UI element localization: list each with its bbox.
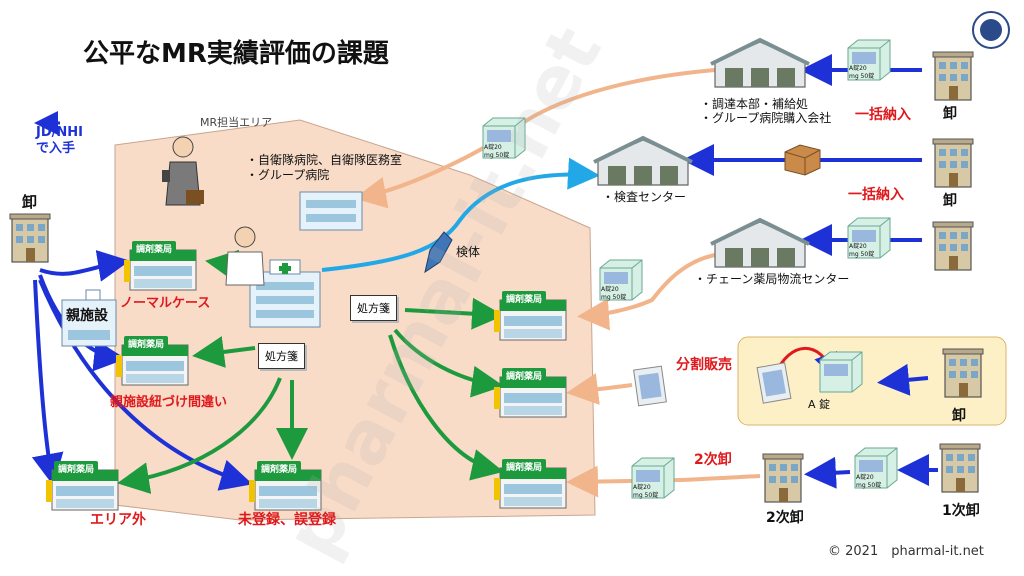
sdf-hospital-icon [299,191,363,231]
site-logo-icon [972,11,1010,49]
case-unregistered-label: 未登録、誤登録 [238,512,336,528]
arrow-rx2-to-pharmacy1 [404,297,504,330]
wholesaler-label-1: 卸 [943,106,957,122]
arrow-left-to-outside [31,279,64,486]
arrow-split-to-pharmacy [566,373,633,405]
left-wholesaler-building-icon [9,213,51,263]
pharmacy-unregistered-icon [248,469,322,511]
pharmacy-sign-right-2: 調剤薬局 [502,368,547,383]
primary-wholesaler-building-icon [939,443,981,493]
pharmacy-sign-mislink: 調剤薬局 [124,336,169,351]
hospital-list-1: ・自衛隊病院、自衛隊医務室 [246,153,403,167]
footer-copyright: © 2021 pharmal-it.net [828,544,984,559]
parent-facility-icon [61,289,117,347]
wholesaler-building-2-icon [932,138,974,188]
cardboard-box-icon [784,144,821,176]
prescription-doc-1: 処方箋 [350,295,397,321]
split-blister-icon [756,362,792,404]
blister-pack-icon [633,365,667,407]
arrow-wholesaler-to-split [877,363,929,396]
procurement-warehouse-icon [709,38,811,89]
pharmacy-right-2-icon [493,376,567,418]
jd-label-line1: JD/NHI [36,125,83,140]
wholesaler-label-3: 卸 [952,408,966,424]
pharmacy-right-3-icon [493,467,567,509]
arrow-left-to-unregistered [38,279,253,491]
arrow-secondary-to-pharmacy [566,465,761,498]
wholesaler-label-2: 卸 [943,193,957,209]
split-sales-panel [737,336,1007,426]
box-label-6: A錠20 mg 50錠 [856,474,882,489]
bulk-delivery-label-1: 一括納入 [855,107,911,123]
box-label-1: A錠20 mg 50錠 [849,65,875,80]
box-label-2: A錠20 mg 50錠 [484,144,510,159]
secondary-wholesaler-building-icon [762,453,804,503]
procurement-2: ・グループ病院購入会社 [700,111,832,125]
mr-person-icon [162,136,204,206]
specimen-label: 検体 [456,245,481,259]
wholesaler-building-4-icon [942,348,984,398]
arrow-chain-to-pharmacy [577,253,716,331]
wholesaler-building-1-icon [932,51,974,101]
pharmacy-outside-icon [45,469,119,511]
case-mislink-label: 親施設紐づけ間違い [110,395,228,410]
a-tablet-label: A 錠 [808,398,831,411]
arrow-left-to-normal [39,250,130,282]
wholesaler-building-3-icon [932,221,974,271]
pharmacy-sign-right-3: 調剤薬局 [502,459,547,474]
pharmacy-sign-unregistered: 調剤薬局 [257,461,302,476]
arrow-rx-to-mislink [192,336,256,368]
procurement-1: ・調達本部・補給処 [700,97,809,111]
pharmacy-sign-right-1: 調剤薬局 [502,291,547,306]
parent-facility-label: 親施設 [66,308,108,324]
pharmacist-person-icon [225,226,265,286]
pharmacy-sign-normal: 調剤薬局 [132,241,177,256]
prescription-doc-2: 処方箋 [258,343,305,369]
jd-label-line2: で入手 [36,141,76,156]
medicine-box-split-icon [819,351,863,393]
arrow-box-to-secondary [804,456,851,489]
pharmacy-normal-icon [123,249,197,291]
box-label-5: A錠20 mg 50錠 [633,484,659,499]
inspection-center-label: ・検査センター [602,190,687,204]
mr-area-label: MR担当エリア [200,116,273,129]
case-outside-label: エリア外 [90,512,146,528]
split-sales-label: 分割販売 [676,357,732,373]
arrow-specimen-to-inspection [321,157,600,272]
secondary-label-red: 2次卸 [694,452,732,468]
pharmacy-sign-outside: 調剤薬局 [54,461,99,476]
pharmacy-right-1-icon [493,299,567,341]
pharmacy-mislink-icon [115,344,189,386]
left-wholesaler-label: 卸 [22,193,38,211]
box-label-4: A錠20 mg 50錠 [601,286,627,301]
specimen-tube-icon [424,231,453,274]
box-label-3: A錠20 mg 50錠 [849,243,875,258]
arrow-rx-to-outside [117,377,282,494]
page-title: 公平なMR実績評価の課題 [83,39,389,69]
arrow-rx2-to-pharmacy2 [393,328,504,398]
case-normal-label: ノーマルケース [120,296,211,311]
chain-center-label: ・チェーン薬局物流センター [694,272,850,286]
secondary-wholesaler-label: 2次卸 [766,510,804,526]
primary-wholesaler-label: 1次卸 [942,503,980,519]
bulk-delivery-label-2: 一括納入 [848,187,904,203]
chain-warehouse-icon [709,218,811,269]
arrow-rx2-to-pharmacy3 [388,334,504,481]
inspection-warehouse-icon [592,136,694,187]
hospital-list-2: ・グループ病院 [246,168,330,182]
